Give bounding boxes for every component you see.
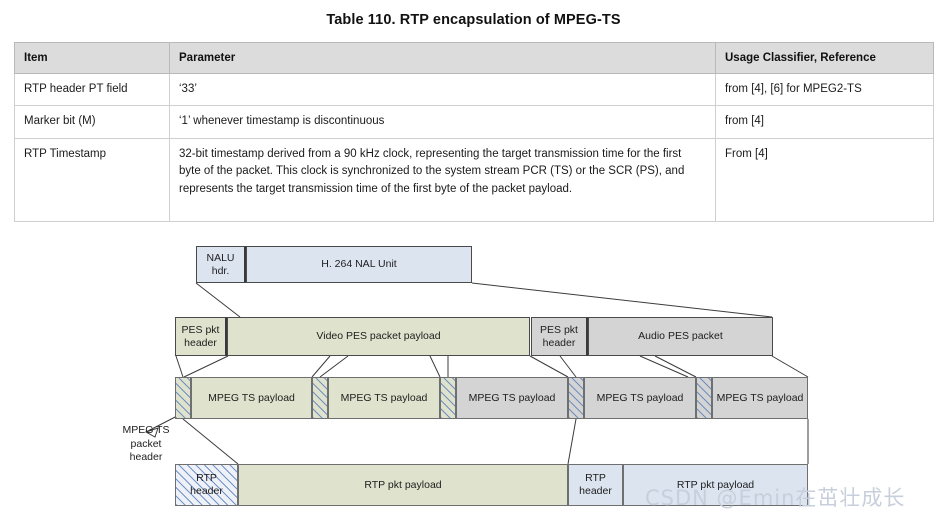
cell-item: RTP Timestamp (14, 137, 170, 222)
ts-packet-header-1 (175, 377, 191, 419)
cell-item: Marker bit (M) (14, 105, 170, 139)
ts-packet-header-5 (696, 377, 712, 419)
pes-video-header-box: PES pkt header (175, 317, 227, 356)
pes-video-payload-box: Video PES packet payload (227, 317, 530, 356)
rtp-encapsulation-table: Item Parameter Usage Classifier, Referen… (14, 42, 934, 222)
cell-usage: From [4] (715, 137, 934, 222)
ts-payload-box-1: MPEG TS payload (191, 377, 312, 419)
cell-item: RTP header PT field (14, 72, 170, 107)
encapsulation-diagram: NALU hdr. H. 264 NAL Unit PES pkt header… (0, 232, 947, 515)
rtp-header-box-1: RTP header (175, 464, 238, 506)
pes-audio-payload-box: Audio PES packet (588, 317, 773, 356)
table-caption: Table 110. RTP encapsulation of MPEG-TS (326, 12, 621, 28)
column-header-usage: Usage Classifier, Reference (715, 42, 934, 74)
nalu-header-box: NALU hdr. (196, 246, 246, 283)
pes-audio-payload-label: Audio PES packet (638, 330, 723, 343)
ts-payload-box-3: MPEG TS payload (456, 377, 568, 419)
ts-payload-box-5: MPEG TS payload (712, 377, 808, 419)
pes-audio-header-box: PES pkt header (531, 317, 588, 356)
column-header-parameter: Parameter (169, 42, 716, 74)
table-row: Marker bit (M) ‘1’ whenever timestamp is… (14, 105, 934, 139)
ts-payload-box-2: MPEG TS payload (328, 377, 440, 419)
page-top-cut-text (0, 0, 947, 8)
table-row: RTP Timestamp 32-bit timestamp derived f… (14, 137, 934, 222)
rtp-payload-box-1: RTP pkt payload (238, 464, 568, 506)
rtp-header-box-2: RTP header (568, 464, 623, 506)
ts-packet-header-2 (312, 377, 328, 419)
cell-usage: from [4] (715, 105, 934, 139)
table-header-row: Item Parameter Usage Classifier, Referen… (14, 42, 934, 74)
ts-packet-header-3 (440, 377, 456, 419)
mpeg-ts-packet-header-annotation: MPEG TS packet header (122, 424, 170, 464)
cell-parameter: ‘1’ whenever timestamp is discontinuous (169, 105, 716, 139)
nal-unit-box: H. 264 NAL Unit (246, 246, 472, 283)
cell-parameter: ‘33’ (169, 72, 716, 107)
csdn-watermark: CSDN @Emin在茁壮成长 (645, 486, 906, 510)
rtp-payload-box-2: RTP pkt payload (623, 464, 808, 506)
table-row: RTP header PT field ‘33’ from [4], [6] f… (14, 72, 934, 107)
ts-payload-box-4: MPEG TS payload (584, 377, 696, 419)
cell-usage: from [4], [6] for MPEG2-TS (715, 72, 934, 107)
ts-packet-header-4 (568, 377, 584, 419)
column-header-item: Item (14, 42, 170, 74)
spec-table-wrapper: Item Parameter Usage Classifier, Referen… (14, 42, 934, 222)
cell-parameter: 32-bit timestamp derived from a 90 kHz c… (169, 137, 716, 222)
